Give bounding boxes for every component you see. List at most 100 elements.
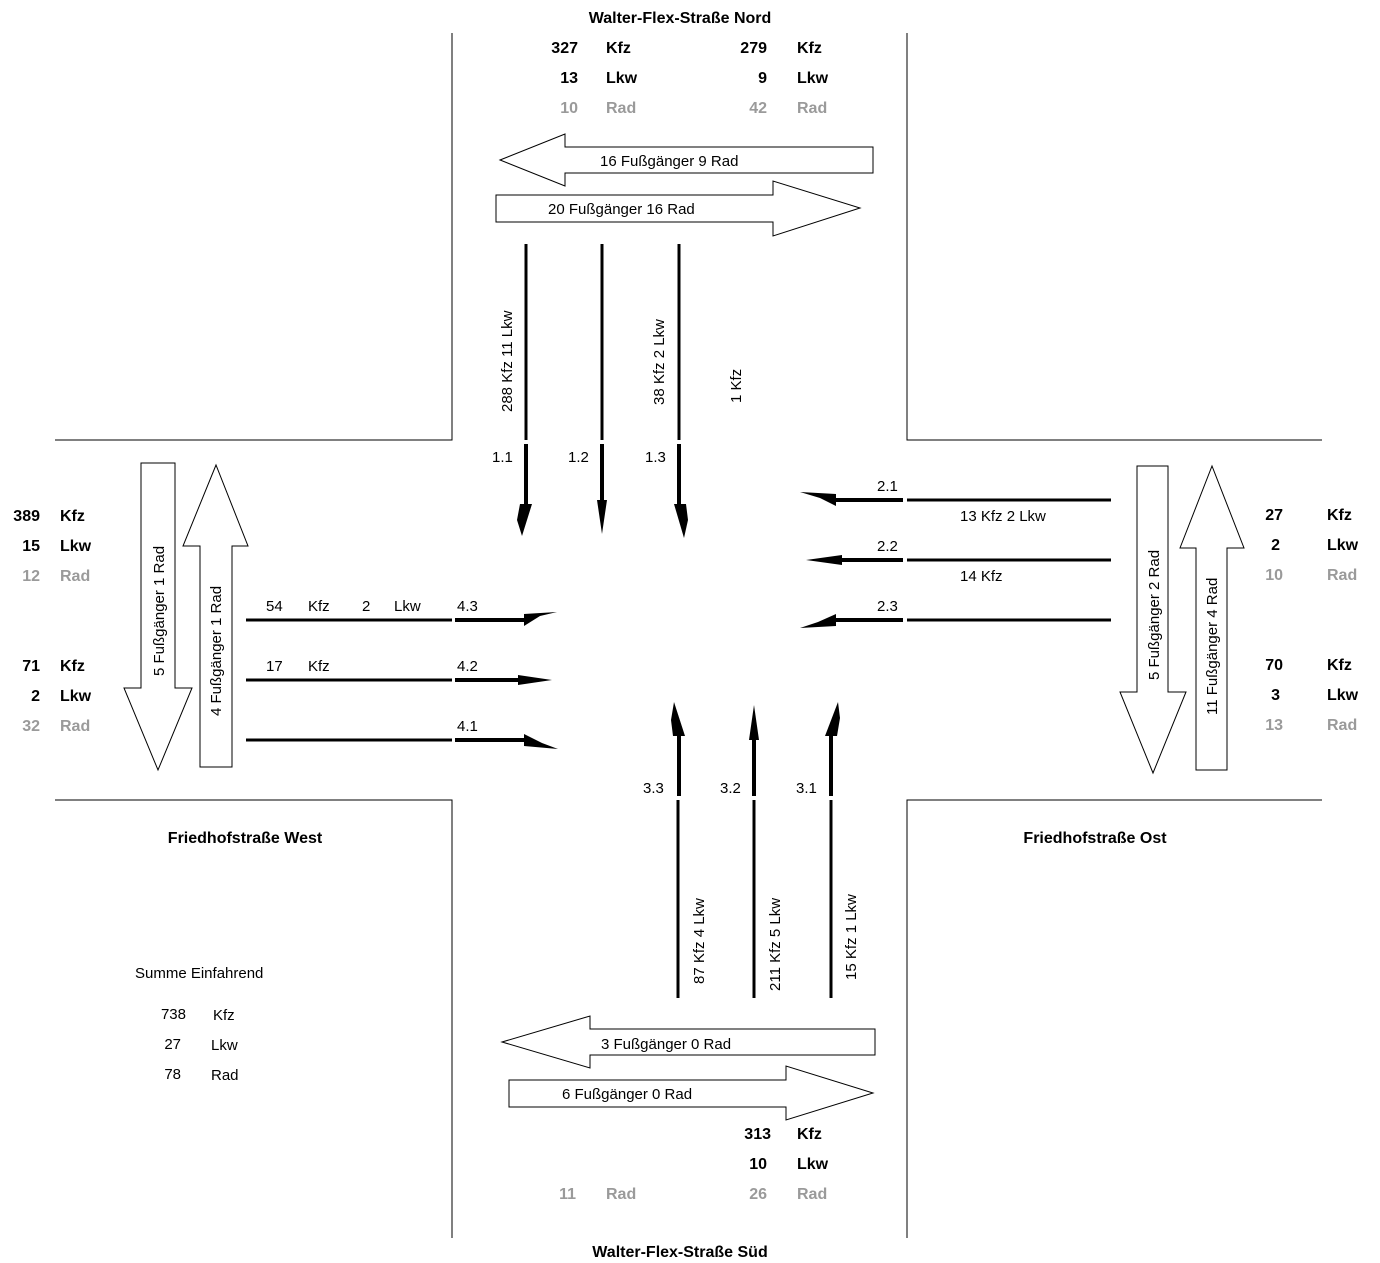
- west-ped-right-label: 4 Fußgänger 1 Rad: [208, 586, 225, 716]
- north-lanes: 288 Kfz 11 Lkw 38 Kfz 2 Lkw 1 Kfz 1.1 1.…: [492, 244, 745, 538]
- west-ped-left-label: 5 Fußgänger 1 Rad: [151, 546, 168, 676]
- summary-lkw-unit: Lkw: [211, 1037, 238, 1054]
- west-lanes: 54 Kfz 2 Lkw 17 Kfz 4.3 4.2 4.1: [246, 598, 558, 749]
- lane-4-3-label: 4.3: [457, 598, 478, 615]
- north-in-rad: 10: [560, 100, 578, 117]
- north-pedestrian-arrows: 16 Fußgänger 9 Rad 20 Fußgänger 16 Rad: [495, 133, 874, 237]
- south-in-rad-unit: Rad: [606, 1186, 636, 1203]
- lane-4-2-label: 4.2: [457, 658, 478, 675]
- lane-4-2-kfz-unit: Kfz: [308, 658, 330, 675]
- road-edges: [55, 33, 1322, 1238]
- street-name-east: Friedhofstraße Ost: [1023, 830, 1167, 847]
- lane-3-2-label: 3.2: [720, 780, 741, 797]
- east-ped-left-label: 5 Fußgänger 2 Rad: [1146, 550, 1163, 680]
- summary-rad: 78: [164, 1066, 181, 1083]
- summary-kfz-unit: Kfz: [213, 1007, 235, 1024]
- summary-rad-unit: Rad: [211, 1067, 239, 1084]
- south-out-rad-unit: Rad: [797, 1186, 827, 1203]
- east-lanes: 13 Kfz 2 Lkw 14 Kfz 2.1 2.2 2.3: [800, 478, 1111, 628]
- west-out-rad-unit: Rad: [60, 718, 90, 735]
- south-ped-arrow-right: [508, 1065, 875, 1121]
- south-out-lkw: 10: [749, 1156, 767, 1173]
- south-out-lkw-unit: Lkw: [797, 1156, 829, 1173]
- north-ped-lower-label: 20 Fußgänger 16 Rad: [548, 201, 695, 218]
- summary-title: Summe Einfahrend: [135, 965, 263, 982]
- lane-1-3-volume: 38 Kfz 2 Lkw: [651, 319, 668, 405]
- lane-1-2-volume: 1 Kfz: [728, 369, 745, 403]
- street-name-south: Walter-Flex-Straße Süd: [592, 1244, 767, 1261]
- east-out-rad-unit: Rad: [1327, 717, 1357, 734]
- north-out-lkw: 9: [758, 70, 767, 87]
- north-ped-arrow-left: [498, 133, 874, 187]
- north-ped-upper-label: 16 Fußgänger 9 Rad: [600, 153, 738, 170]
- north-totals: 327 Kfz 13 Lkw 10 Rad 279 Kfz 9 Lkw 42 R…: [551, 40, 828, 117]
- east-in-lkw: 2: [1271, 537, 1280, 554]
- lane-2-1-volume: 13 Kfz 2 Lkw: [960, 508, 1046, 525]
- lane-3-2-volume: 211 Kfz 5 Lkw: [767, 898, 784, 991]
- north-out-rad: 42: [749, 100, 767, 117]
- west-out-lkw: 2: [31, 688, 40, 705]
- street-name-west: Friedhofstraße West: [168, 830, 323, 847]
- lane-4-3-lkw-unit: Lkw: [394, 598, 421, 615]
- west-in-kfz: 389: [13, 508, 40, 525]
- west-out-kfz: 71: [22, 658, 40, 675]
- south-out-rad: 26: [749, 1186, 767, 1203]
- east-in-rad-unit: Rad: [1327, 567, 1357, 584]
- west-in-lkw-unit: Lkw: [60, 538, 92, 555]
- west-in-rad: 12: [22, 568, 40, 585]
- south-ped-upper-label: 3 Fußgänger 0 Rad: [601, 1036, 731, 1053]
- lane-4-3-kfz-unit: Kfz: [308, 598, 330, 615]
- east-ped-right-label: 11 Fußgänger 4 Rad: [1204, 578, 1221, 715]
- lane-2-2-label: 2.2: [877, 538, 898, 555]
- summary-lkw: 27: [164, 1036, 181, 1053]
- east-out-kfz: 70: [1265, 657, 1283, 674]
- north-in-kfz: 327: [551, 40, 578, 57]
- lane-1-3-label: 1.3: [645, 449, 666, 466]
- lane-4-3-lkw: 2: [362, 598, 370, 615]
- lane-4-2-kfz: 17: [266, 658, 283, 675]
- north-in-lkw-unit: Lkw: [606, 70, 638, 87]
- lane-2-1-label: 2.1: [877, 478, 898, 495]
- west-out-rad: 32: [22, 718, 40, 735]
- summary-kfz: 738: [161, 1006, 186, 1023]
- west-out-lkw-unit: Lkw: [60, 688, 92, 705]
- street-name-north: Walter-Flex-Straße Nord: [589, 10, 772, 27]
- lane-2-3-label: 2.3: [877, 598, 898, 615]
- lane-2-2-volume: 14 Kfz: [960, 568, 1003, 585]
- east-out-rad: 13: [1265, 717, 1283, 734]
- north-out-lkw-unit: Lkw: [797, 70, 829, 87]
- lane-3-1-label: 3.1: [796, 780, 817, 797]
- north-in-kfz-unit: Kfz: [606, 40, 631, 57]
- west-in-rad-unit: Rad: [60, 568, 90, 585]
- west-out-kfz-unit: Kfz: [60, 658, 85, 675]
- east-totals: 27 Kfz 2 Lkw 10 Rad 70 Kfz 3 Lkw 13 Rad: [1265, 507, 1358, 734]
- lane-1-1-volume: 288 Kfz 11 Lkw: [499, 310, 516, 412]
- lane-1-1-label: 1.1: [492, 449, 513, 466]
- west-ped-arrow-down: [123, 462, 193, 772]
- east-in-kfz: 27: [1265, 507, 1283, 524]
- south-out-kfz-unit: Kfz: [797, 1126, 822, 1143]
- east-ped-arrow-up: [1179, 464, 1245, 771]
- west-in-lkw: 15: [22, 538, 40, 555]
- west-ped-arrow-up: [182, 463, 249, 768]
- west-in-kfz-unit: Kfz: [60, 508, 85, 525]
- east-ped-arrow-down: [1119, 465, 1187, 775]
- south-out-kfz: 313: [744, 1126, 771, 1143]
- south-pedestrian-arrows: 3 Fußgänger 0 Rad 6 Fußgänger 0 Rad: [500, 1015, 876, 1121]
- summary-block: Summe Einfahrend 738 Kfz 27 Lkw 78 Rad: [135, 965, 263, 1084]
- lane-1-2-label: 1.2: [568, 449, 589, 466]
- west-totals: 389 Kfz 15 Lkw 12 Rad 71 Kfz 2 Lkw 32 Ra…: [13, 508, 91, 735]
- north-out-kfz: 279: [740, 40, 767, 57]
- south-lanes: 87 Kfz 4 Lkw 211 Kfz 5 Lkw 15 Kfz 1 Lkw …: [643, 702, 860, 998]
- south-ped-arrow-left: [500, 1015, 876, 1069]
- lane-3-3-label: 3.3: [643, 780, 664, 797]
- east-in-rad: 10: [1265, 567, 1283, 584]
- lane-3-3-volume: 87 Kfz 4 Lkw: [691, 898, 708, 984]
- north-in-rad-unit: Rad: [606, 100, 636, 117]
- south-totals: 313 Kfz 10 Lkw 26 Rad 11 Rad: [559, 1126, 829, 1203]
- west-pedestrian-arrows: 5 Fußgänger 1 Rad 4 Fußgänger 1 Rad: [123, 462, 249, 772]
- north-ped-arrow-right: [495, 180, 862, 237]
- east-pedestrian-arrows: 5 Fußgänger 2 Rad 11 Fußgänger 4 Rad: [1119, 464, 1245, 775]
- east-out-kfz-unit: Kfz: [1327, 657, 1352, 674]
